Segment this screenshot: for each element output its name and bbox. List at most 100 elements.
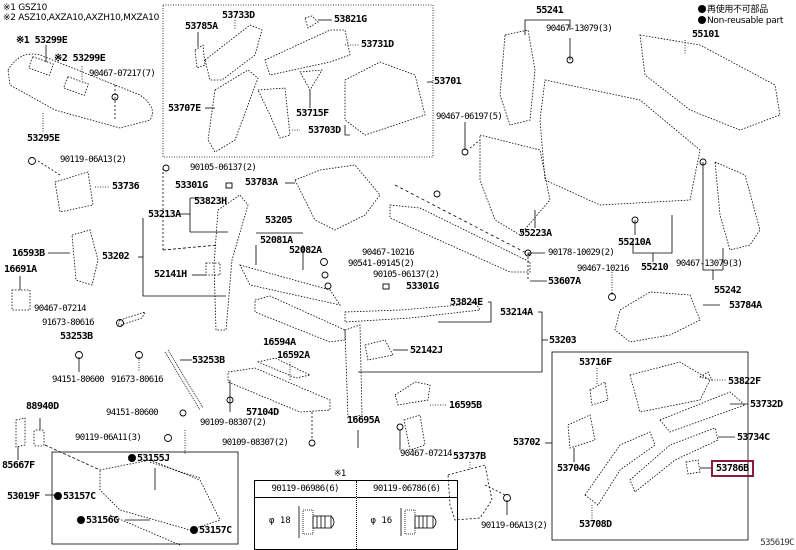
part-label-53214A[interactable]: 53214A [500, 307, 533, 318]
bolt-icon [165, 435, 172, 442]
part-label-53785A[interactable]: 53785A [185, 21, 218, 32]
part-52142J [365, 340, 393, 360]
part-label-52082A[interactable]: 52082A [289, 245, 322, 256]
part-label-94151-80600-b[interactable]: 94151-80600 [106, 408, 158, 419]
part-label-55210[interactable]: 55210 [641, 262, 668, 273]
part-label-53205[interactable]: 53205 [265, 215, 292, 226]
part-label-53295E[interactable]: 53295E [27, 133, 60, 144]
part-label-55241[interactable]: 55241 [536, 5, 563, 16]
part-label-52141H[interactable]: 52141H [154, 269, 187, 280]
part-label-53299E-1[interactable]: ※1 53299E [16, 35, 67, 46]
part-53715F [300, 70, 322, 90]
part-53731D [265, 30, 350, 75]
part-label-94151-80600-a[interactable]: 94151-80600 [52, 375, 104, 386]
part-label-53822F[interactable]: 53822F [728, 376, 761, 387]
part-label-53202[interactable]: 53202 [102, 251, 129, 262]
part-label-55210A[interactable]: 55210A [618, 237, 651, 248]
part-16595B [395, 382, 430, 405]
part-label-53213A[interactable]: 53213A [148, 209, 181, 220]
part-label-53155J[interactable]: 53155J [128, 453, 170, 464]
part-53733D [205, 25, 262, 80]
part-label-53732D[interactable]: 53732D [750, 399, 783, 410]
part-label-16695A[interactable]: 16695A [347, 415, 380, 426]
part-label-91673-80616-b[interactable]: 91673-80616 [111, 375, 163, 386]
part-label-52081A[interactable]: 52081A [260, 235, 293, 246]
part-dash-panel [540, 80, 700, 205]
table-marker: ※1 [334, 469, 346, 480]
legend-jp: 再使用不可部品 [698, 5, 768, 16]
part-label-53607A[interactable]: 53607A [548, 276, 581, 287]
part-label-53157C-b[interactable]: 53157C [190, 525, 232, 536]
part-label-53736[interactable]: 53736 [112, 181, 139, 192]
clip-diameter: φ 18 [269, 516, 291, 526]
part-label-53704G[interactable]: 53704G [557, 463, 590, 474]
clip-cell-1[interactable]: 90119-06986(6) φ 18 [255, 481, 357, 549]
part-label-90541-09145[interactable]: 90541-09145(2) [348, 259, 414, 270]
part-label-53824E[interactable]: 53824E [450, 297, 483, 308]
part-label-53715F[interactable]: 53715F [296, 108, 329, 119]
clip-diameter: φ 16 [371, 516, 393, 526]
part-label-53701[interactable]: 53701 [434, 76, 461, 87]
bolt-icon [434, 191, 440, 197]
part-label-90467-07217[interactable]: 90467-07217(7) [89, 69, 155, 80]
part-label-53157C-a[interactable]: 53157C [54, 491, 96, 502]
part-label-53703D[interactable]: 53703D [308, 125, 341, 136]
part-label-53731D[interactable]: 53731D [361, 39, 394, 50]
part-label-55223A[interactable]: 55223A [519, 228, 552, 239]
group-box-53702 [552, 352, 748, 540]
part-label-90119-06A11[interactable]: 90119-06A11(3) [75, 433, 141, 444]
part-53732D [660, 392, 745, 432]
part-label-53707E[interactable]: 53707E [168, 103, 201, 114]
part-label-53702[interactable]: 53702 [513, 437, 540, 448]
part-label-90119-06A13-a[interactable]: 90119-06A13(2) [60, 155, 126, 166]
part-label-53784A[interactable]: 53784A [729, 300, 762, 311]
part-label-52142J[interactable]: 52142J [410, 345, 443, 356]
part-label-90109-08307-b[interactable]: 90109-08307(2) [222, 438, 288, 449]
part-label-90467-10216-b[interactable]: 90467-10216 [577, 264, 629, 275]
part-label-53301G-a[interactable]: 53301G [175, 180, 208, 191]
part-label-53734C[interactable]: 53734C [737, 432, 770, 443]
part-label-16595B[interactable]: 16595B [449, 400, 482, 411]
part-label-90467-13079-b[interactable]: 90467-13079(3) [676, 259, 742, 270]
clip-cell-2[interactable]: 90119-06786(6) φ 16 [357, 481, 458, 549]
part-label-90467-07214-b[interactable]: 90467-07214 [400, 449, 452, 460]
part-label-53156G[interactable]: 53156G [77, 515, 119, 526]
part-label-55101[interactable]: 55101 [692, 29, 719, 40]
part-label-90467-07214-a[interactable]: 90467-07214 [34, 304, 86, 315]
part-label-53299E-2[interactable]: ※2 53299E [54, 53, 105, 64]
part-label-53823H[interactable]: 53823H [194, 196, 227, 207]
part-label-90105-06137-a[interactable]: 90105-06137(2) [190, 163, 256, 174]
part-label-85667F[interactable]: 85667F [2, 460, 35, 471]
part-label-53203[interactable]: 53203 [549, 335, 576, 346]
part-label-90109-08307-a[interactable]: 90109-08307(2) [200, 418, 266, 429]
part-label-53716F[interactable]: 53716F [579, 357, 612, 368]
part-label-90467-10216-a[interactable]: 90467-10216 [362, 248, 414, 259]
part-label-53783A[interactable]: 53783A [245, 177, 278, 188]
part-label-53708D[interactable]: 53708D [579, 519, 612, 530]
part-53821G [305, 16, 318, 28]
part-label-16593B[interactable]: 16593B [12, 248, 45, 259]
part-label-53253B-b[interactable]: 53253B [192, 355, 225, 366]
part-label-90467-13079-a[interactable]: 90467-13079(3) [546, 24, 612, 35]
part-label-53733D[interactable]: 53733D [222, 10, 255, 21]
part-label-53253B-a[interactable]: 53253B [60, 331, 93, 342]
part-label-53019F[interactable]: 53019F [7, 491, 40, 502]
part-57104D [228, 368, 330, 412]
part-label-16592A[interactable]: 16592A [277, 350, 310, 361]
part-label-55242[interactable]: 55242 [714, 285, 741, 296]
part-label-90467-06197[interactable]: 90467-06197(5) [436, 112, 502, 123]
clip-icon [383, 284, 389, 289]
part-label-53821G[interactable]: 53821G [334, 14, 367, 25]
part-label-16594A[interactable]: 16594A [263, 337, 296, 348]
part-label-90178-10029[interactable]: 90178-10029(2) [548, 248, 614, 259]
part-label-57104D[interactable]: 57104D [246, 407, 279, 418]
part-label-90105-06137-b[interactable]: 90105-06137(2) [373, 270, 439, 281]
part-label-90119-06A13-b[interactable]: 90119-06A13(2) [481, 521, 547, 532]
part-label-53737B[interactable]: 53737B [453, 451, 486, 462]
part-label-91673-80616-a[interactable]: 91673-80616 [42, 318, 94, 329]
part-label-16691A[interactable]: 16691A [4, 264, 37, 275]
part-label-88940D[interactable]: 88940D [26, 401, 59, 412]
part-label-53786B-highlighted[interactable]: 53786B [714, 463, 751, 474]
part-label-53301G-b[interactable]: 53301G [406, 281, 439, 292]
part-53786B [686, 460, 700, 474]
